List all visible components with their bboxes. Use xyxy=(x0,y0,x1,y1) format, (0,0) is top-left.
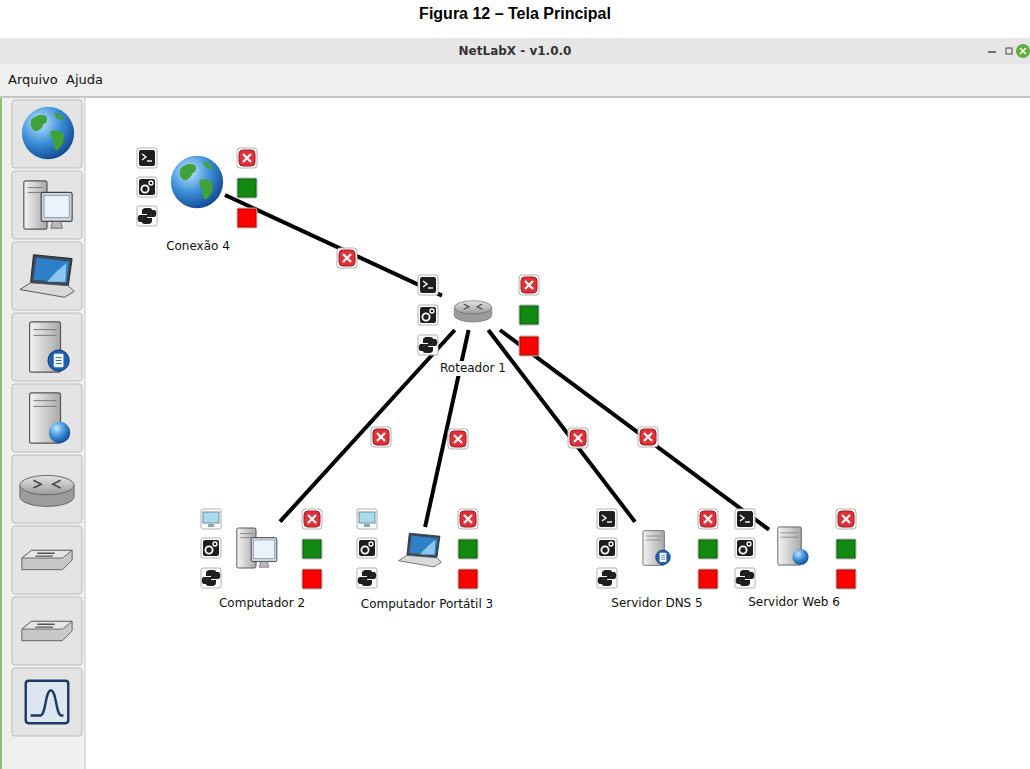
settings-button xyxy=(418,305,438,325)
stop-button xyxy=(458,569,478,589)
device-icon xyxy=(442,290,504,330)
start-button xyxy=(836,539,856,559)
remove-button xyxy=(237,148,257,168)
remove-button xyxy=(638,427,658,447)
device-icon xyxy=(232,521,280,575)
stop-button xyxy=(698,569,718,589)
python-button xyxy=(137,206,157,226)
device-label: Computador 2 xyxy=(217,596,307,611)
python-button xyxy=(418,335,438,355)
menu-item: Arquivo xyxy=(8,72,58,87)
device-label: Servidor Web 6 xyxy=(746,595,842,610)
stop-button xyxy=(836,569,856,589)
settings-button xyxy=(597,538,617,558)
figure-title: Figura 12 – Tela Principal xyxy=(419,5,611,23)
monitor-button xyxy=(201,509,221,529)
device-icon xyxy=(635,521,675,575)
remove-button xyxy=(448,429,468,449)
remove-button xyxy=(458,509,478,529)
python-button xyxy=(357,568,377,588)
python-button xyxy=(735,568,755,588)
toolbar-buttons xyxy=(12,100,82,736)
terminal-button xyxy=(418,275,438,295)
remove-button xyxy=(568,428,588,448)
settings-button xyxy=(735,538,755,558)
start-button xyxy=(458,539,478,559)
start-button xyxy=(519,305,539,325)
remove-button xyxy=(836,509,856,529)
device-node: Computador Portátil 3 xyxy=(388,527,452,573)
settings-button xyxy=(357,538,377,558)
device-icon xyxy=(769,519,813,573)
device-icon xyxy=(169,154,225,210)
menu-item: Ajuda xyxy=(66,72,103,87)
stop-button xyxy=(237,208,257,228)
remove-button xyxy=(371,427,391,447)
stop-button xyxy=(302,569,322,589)
monitor-button xyxy=(357,509,377,529)
device-node: Conexão 4 xyxy=(169,154,225,210)
python-button xyxy=(597,568,617,588)
network-link xyxy=(425,330,469,527)
terminal-button xyxy=(597,509,617,529)
python-button xyxy=(201,568,221,588)
settings-button xyxy=(137,177,157,197)
device-node: Servidor Web 6 xyxy=(769,519,813,573)
remove-button xyxy=(337,248,357,268)
device-node: Roteador 1 xyxy=(442,290,504,330)
network-link xyxy=(488,330,635,522)
device-label: Roteador 1 xyxy=(438,361,508,376)
device-label: Conexão 4 xyxy=(164,239,232,254)
terminal-button xyxy=(137,148,157,168)
device-node: Servidor DNS 5 xyxy=(635,521,675,575)
device-node: Computador 2 xyxy=(232,521,280,575)
window-title: NetLabX - v1.0.0 xyxy=(459,44,572,58)
start-button xyxy=(302,539,322,559)
device-label: Computador Portátil 3 xyxy=(359,597,495,612)
network-link xyxy=(225,195,442,296)
network-link xyxy=(280,330,455,522)
terminal-button xyxy=(735,509,755,529)
remove-button xyxy=(519,275,539,295)
start-button xyxy=(237,178,257,198)
start-button xyxy=(698,539,718,559)
stop-button xyxy=(519,336,539,356)
device-icon xyxy=(388,527,452,573)
network-link xyxy=(500,330,769,530)
remove-button xyxy=(698,509,718,529)
device-label: Servidor DNS 5 xyxy=(609,596,704,611)
remove-button xyxy=(302,509,322,529)
settings-button xyxy=(201,538,221,558)
